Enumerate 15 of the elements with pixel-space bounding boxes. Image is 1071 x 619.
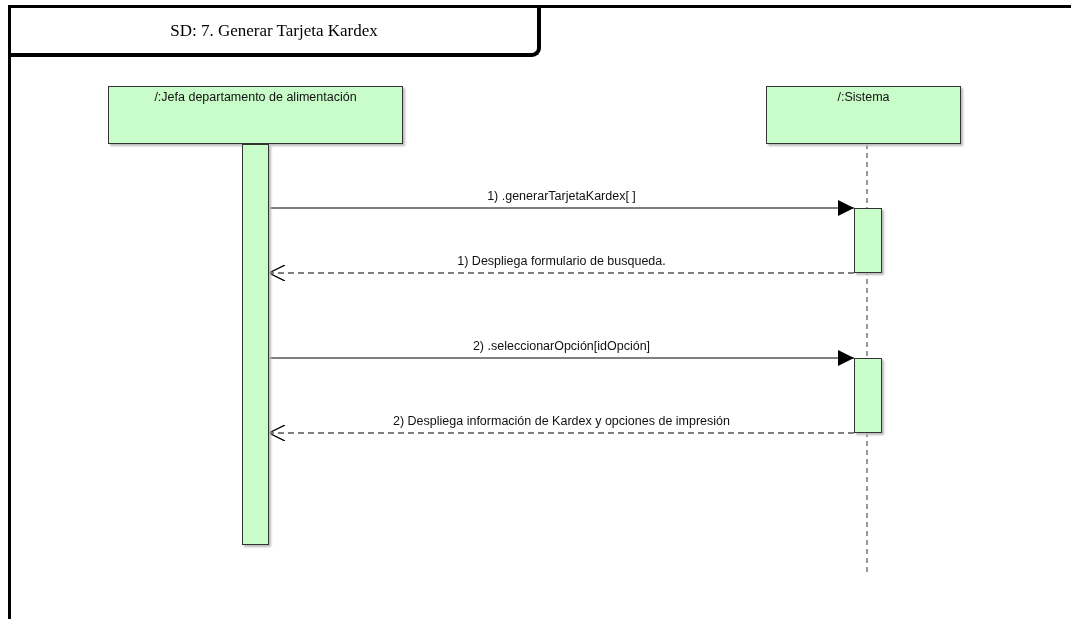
lifeline-head: /:Sistema [766,86,961,144]
return-message-arrow [268,424,855,442]
message-arrow [268,350,855,366]
message-label: 2) Despliega información de Kardex y opciones de impresión [393,414,730,428]
lifeline-head: /:Jefa departamento de alimentación [108,86,403,144]
return-message-arrow [268,264,855,282]
message-arrow [268,200,855,216]
message-label: 1) Despliega formulario de busqueda. [457,254,666,268]
frame-title-tab: SD: 7. Generar Tarjeta Kardex [11,8,541,57]
message-label: 1) .generarTarjetaKardex[ ] [487,189,636,203]
message-label: 2) .seleccionarOpción[idOpción] [472,339,651,353]
activation-bar [854,208,882,273]
frame [8,5,1071,619]
activation-bar [242,144,269,545]
activation-bar [854,358,882,433]
